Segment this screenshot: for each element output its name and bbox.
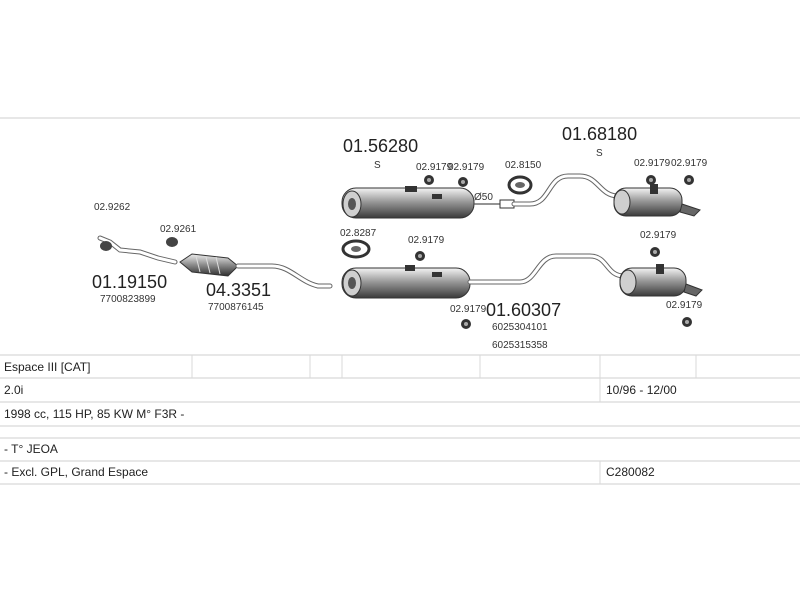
middle-silencer-ref-2: 6025315358 xyxy=(492,340,548,351)
clamp-lower-1-label: 02.9179 xyxy=(408,235,445,246)
ring-gasket-icon[interactable] xyxy=(507,175,533,195)
clamp-front-label: 02.9262 xyxy=(94,202,131,213)
front-silencer-upper-code: 01.56280 xyxy=(343,136,418,156)
clamp-icon[interactable] xyxy=(461,319,471,329)
clamp-upper-1-label: 02.9179 xyxy=(416,162,453,173)
middle-silencer-lower[interactable] xyxy=(341,265,471,299)
lower-assembly: 01.19150 7700823899 02.9262 02.9261 04.3… xyxy=(92,202,703,351)
clamp-icon[interactable] xyxy=(458,177,468,187)
catalyst-code: 04.3351 xyxy=(206,280,271,300)
table-row-1-left: Espace III [CAT] xyxy=(4,360,90,374)
front-pipe-code: 01.19150 xyxy=(92,272,167,292)
table-row-6-left: - Excl. GPL, Grand Espace xyxy=(4,465,148,479)
clamp-cat-label: 02.9261 xyxy=(160,224,197,235)
front-silencer-upper-suffix: S xyxy=(374,160,381,171)
vehicle-info-table: Espace III [CAT] 2.0i 10/96 - 12/00 1998… xyxy=(0,355,800,485)
clamp-lower-2-label: 02.9179 xyxy=(450,304,487,315)
gasket-icon[interactable] xyxy=(166,237,178,247)
table-row-2-right: 10/96 - 12/00 xyxy=(606,383,677,397)
clamp-rear-upper-2-label: 02.9179 xyxy=(671,158,708,169)
clamp-upper-ring-label: 02.8150 xyxy=(505,160,542,171)
front-pipe[interactable] xyxy=(97,235,178,265)
clamp-icon[interactable] xyxy=(684,175,694,185)
clamp-icon[interactable] xyxy=(424,175,434,185)
catalyst[interactable] xyxy=(179,253,239,277)
clamp-rear-lower-1-label: 02.9179 xyxy=(640,230,677,241)
rear-silencer-upper-code: 01.68180 xyxy=(562,124,637,144)
table-row-2-left: 2.0i xyxy=(4,383,23,397)
clamp-upper-2-label: 02.9179 xyxy=(448,162,485,173)
upper-assembly: 01.56280 S 02.9179 02.9179 02.8150 Ø50 0 xyxy=(341,124,708,219)
ring-gasket-icon[interactable] xyxy=(341,239,371,259)
table-row-3-left: 1998 cc, 115 HP, 85 KW M° F3R - xyxy=(4,407,184,421)
pipe-diameter-label: Ø50 xyxy=(474,192,493,203)
catalyst-ref: 7700876145 xyxy=(208,302,264,313)
table-row-6-right: C280082 xyxy=(606,465,655,479)
rear-silencer-upper[interactable] xyxy=(613,184,701,217)
table-row-5-left: - T° JEOA xyxy=(4,442,58,456)
clamp-icon[interactable] xyxy=(415,251,425,261)
clamp-lower-ring-label: 02.8287 xyxy=(340,228,377,239)
clamp-icon[interactable] xyxy=(650,247,660,257)
rear-silencer-lower[interactable] xyxy=(619,264,703,297)
clamp-icon[interactable] xyxy=(682,317,692,327)
front-pipe-ref: 7700823899 xyxy=(100,294,156,305)
middle-silencer-ref-1: 6025304101 xyxy=(492,322,548,333)
middle-silencer-lower-code: 01.60307 xyxy=(486,300,561,320)
front-silencer-upper[interactable] xyxy=(341,186,500,219)
clamp-icon[interactable] xyxy=(646,175,656,185)
clamp-rear-upper-1-label: 02.9179 xyxy=(634,158,671,169)
rear-silencer-upper-suffix: S xyxy=(596,148,603,159)
clamp-rear-lower-2-label: 02.9179 xyxy=(666,300,703,311)
gasket-icon[interactable] xyxy=(100,241,112,251)
